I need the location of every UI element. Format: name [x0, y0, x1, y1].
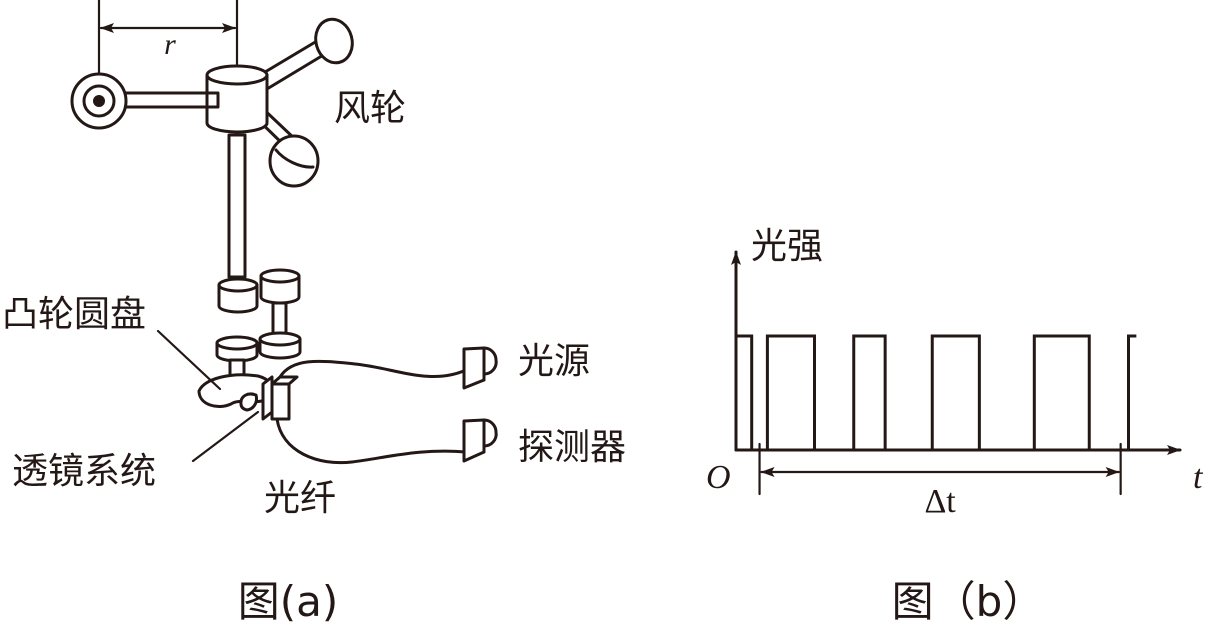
origin-label: O — [706, 459, 731, 496]
y-axis-label: 光强 — [751, 226, 823, 267]
light-source-device — [462, 346, 498, 390]
radius-dimension: r — [97, 0, 239, 80]
figure-a: r — [2, 0, 626, 626]
cam-disk-leader — [156, 329, 222, 391]
wheel-shaft — [227, 133, 247, 279]
wind-cup-right — [314, 17, 354, 65]
detector-device — [462, 418, 498, 463]
optical-fiber — [275, 359, 468, 465]
figure-b: 光强 t O Δt 图（b） — [706, 226, 1204, 626]
delta-t-label: Δt — [924, 483, 956, 520]
radius-label: r — [164, 28, 176, 61]
pulse-4 — [930, 334, 981, 450]
pulse-5 — [1032, 334, 1091, 450]
wind-cup-lower — [268, 134, 320, 188]
optical-fiber-label: 光纤 — [264, 478, 336, 519]
pulse-train — [736, 334, 1137, 450]
detector-label: 探测器 — [518, 427, 626, 468]
pulse-3 — [852, 334, 887, 450]
delta-t-dimension — [758, 442, 1122, 496]
light-source-label: 光源 — [518, 341, 590, 382]
lens-system — [261, 375, 299, 421]
x-axis-label: t — [1193, 459, 1204, 496]
wind-wheel — [70, 17, 354, 279]
cam-disk — [197, 373, 274, 412]
pulse-1 — [736, 334, 754, 450]
pulse-2 — [765, 334, 816, 450]
pulse-6 — [1127, 334, 1137, 450]
wheel-hub — [205, 75, 269, 134]
cam-disk-label: 凸轮圆盘 — [2, 294, 146, 335]
caption-b: 图（b） — [892, 577, 1045, 626]
lens-system-label: 透镜系统 — [12, 451, 156, 492]
lens-system-leader — [191, 410, 260, 463]
caption-a: 图(a) — [238, 577, 339, 626]
wind-wheel-label: 风轮 — [334, 88, 406, 129]
